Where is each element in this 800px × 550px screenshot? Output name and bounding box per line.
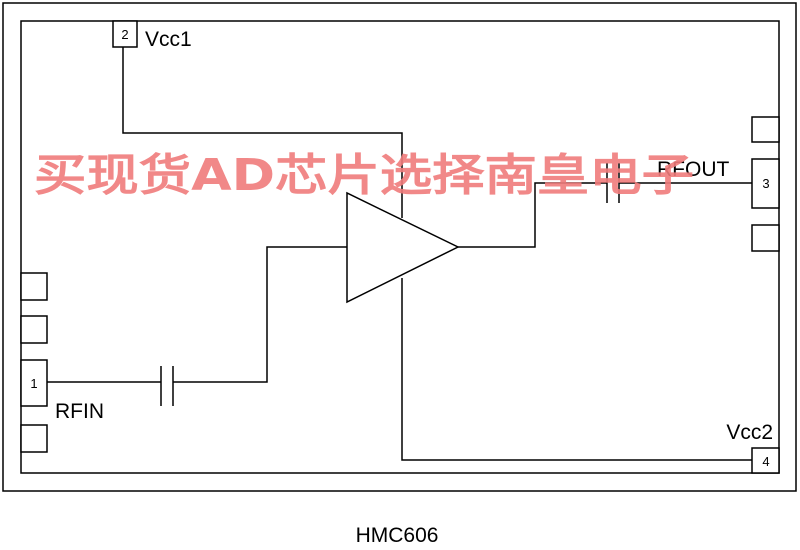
pin-1-box	[20, 359, 48, 407]
vcc2-label: Vcc2	[726, 421, 773, 444]
pin-4-number: 4	[762, 454, 769, 469]
pin-3-box	[751, 158, 780, 209]
pin-1-number: 1	[30, 376, 37, 391]
rfout-label: RFOUT	[657, 158, 729, 181]
vcc1-wire	[122, 47, 403, 218]
rfin-label: RFIN	[55, 400, 104, 423]
vcc2-wire	[401, 278, 752, 461]
rfin-wire-right	[173, 246, 348, 383]
vcc1-label: Vcc1	[145, 28, 192, 51]
right-pad-top	[751, 116, 780, 143]
outer-border	[2, 2, 797, 492]
pin-3-number: 3	[762, 176, 769, 191]
rfout-wire-left	[458, 182, 607, 248]
pin-4-box	[751, 447, 780, 474]
left-pad-bottom	[20, 424, 48, 453]
right-pad-bottom	[751, 224, 780, 252]
watermark-text: 买现货AD芯片选择南皇电子	[34, 150, 694, 201]
part-number-caption: HMC606	[356, 524, 439, 547]
left-pad-middle	[20, 315, 48, 344]
amplifier-symbol	[346, 191, 460, 304]
pin-2-number: 2	[121, 27, 128, 42]
pin-2-box	[112, 20, 138, 48]
left-pad-top	[20, 272, 48, 301]
